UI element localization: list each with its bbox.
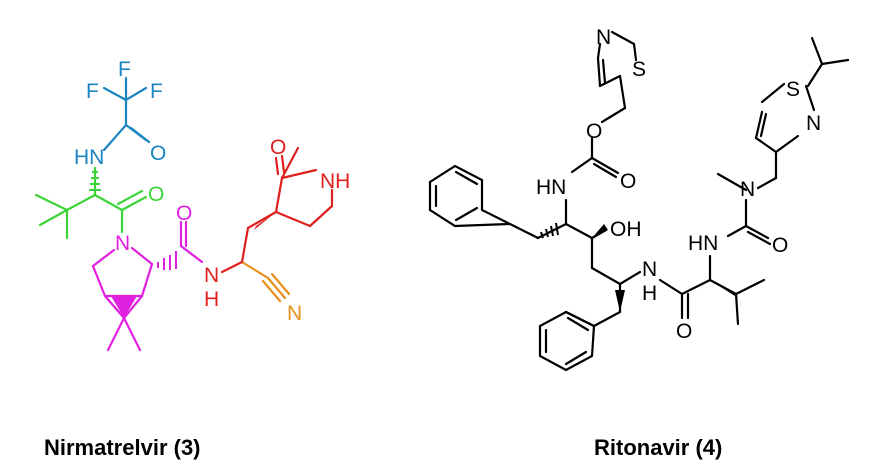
proline-stereo-hash <box>157 251 177 270</box>
proline-carbonyl-oxygen-label: O <box>176 202 192 225</box>
urea-oxygen-label: O <box>772 234 788 257</box>
valine-amide <box>658 254 766 326</box>
fluorine-atom-3: F <box>150 80 163 103</box>
thiazolylmethyl-carbamate <box>570 30 638 179</box>
amide-nitrogen-label: N <box>642 258 657 281</box>
amide-nh-label: HN <box>74 146 104 169</box>
fluorine-atom-1: F <box>118 58 131 81</box>
thiazole1-nitrogen-label: N <box>596 26 611 49</box>
nirmatrelvir-caption: Nirmatrelvir (3) <box>44 435 201 460</box>
proline-nitrogen-label: N <box>115 232 130 255</box>
fluorine-atom-2: F <box>86 80 99 103</box>
bicyclic-proline-group <box>91 220 204 352</box>
tert-leucine-group <box>34 166 148 240</box>
nitrile-nitrogen-label: N <box>287 302 302 325</box>
ritonavir-caption: Ritonavir (4) <box>594 435 722 460</box>
benzyl-wedge <box>615 290 625 312</box>
ester-oxygen-label: O <box>586 120 602 143</box>
nirmatrelvir-structure: F F F HN O O <box>34 58 350 460</box>
thiazole2-nitrogen-label: N <box>806 112 821 135</box>
phenyl-ring-1 <box>428 164 511 228</box>
trifluoroacetamide-group <box>102 76 151 152</box>
thiazole2-sulfur-label: S <box>786 78 800 101</box>
amide-hydrogen-label: H <box>642 282 657 305</box>
valine-wedge <box>710 280 738 298</box>
thiazole1-sulfur-label: S <box>632 58 646 81</box>
carbamate-oxygen-label: O <box>620 170 636 193</box>
lactam-group <box>240 146 334 264</box>
lactam-nh-label: NH <box>320 170 350 193</box>
ritonavir-structure: N S O O HN <box>428 26 850 460</box>
tert-leucine-oxygen-label: O <box>148 183 164 206</box>
ritonavir-stereo-hash <box>540 222 559 239</box>
lactam-oxygen-label: O <box>270 136 286 159</box>
tert-leucine-stereo-hash <box>89 171 101 191</box>
isopropylthiazole-group <box>754 36 850 180</box>
carbamate-nh-label: HN <box>536 176 566 199</box>
cyclopropane-wedge <box>111 296 137 318</box>
urea-group <box>716 172 778 246</box>
lactam-stereo-wedge <box>254 212 276 230</box>
amide-oxygen-label: O <box>676 320 692 343</box>
urea-nh-label: HN <box>688 232 718 255</box>
hydroxyl-label: OH <box>610 218 642 241</box>
phenyl-ring-2 <box>538 310 596 372</box>
link-hydrogen-label: H <box>204 288 219 311</box>
linker-bonds <box>220 260 244 274</box>
nitrile-group <box>240 260 291 303</box>
methyl-nitrogen-label: N <box>740 178 755 201</box>
hydroxyl-wedge <box>592 224 608 238</box>
link-nitrogen-label: N <box>204 264 219 287</box>
tfa-oxygen-label: O <box>150 142 166 165</box>
